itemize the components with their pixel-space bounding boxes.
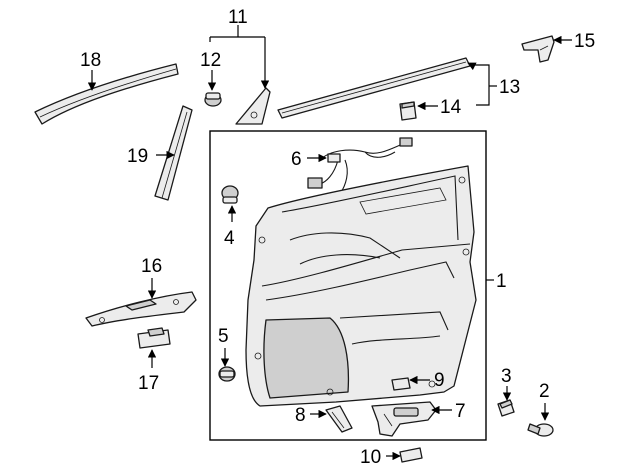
part-15-bracket [521,35,555,63]
callout-14: 14 [440,97,462,118]
part-12-clip [204,92,222,107]
part-2-screw [527,423,554,437]
part-8-handle-bezel [325,405,353,433]
callout-11: 11 [228,7,248,28]
callout-16: 16 [141,256,162,277]
part-16-switch-base [85,291,197,327]
part-11-corner-garnish [235,87,271,125]
part-7-inside-handle [371,401,437,437]
part-6-wiring-harness [307,137,413,195]
callout-18: 18 [80,50,101,71]
callout-19: 19 [127,146,148,167]
callout-17: 17 [138,373,159,394]
callout-4: 4 [224,228,235,249]
callout-2: 2 [539,381,550,402]
part-1-door-trim-panel [245,165,477,407]
part-9-clip [391,377,411,391]
part-14-moulding-clip [399,101,417,121]
leader-lines [87,25,572,461]
callout-15: 15 [574,31,595,52]
part-4-clip [221,185,239,204]
callout-1: 1 [496,271,507,292]
callout-12: 12 [200,50,221,71]
callout-10: 10 [360,447,381,468]
assembly-frame [209,130,487,441]
part-3-clip [497,399,515,417]
callout-7: 7 [455,401,466,422]
callout-6: 6 [291,149,302,170]
part-18-upper-garnish [34,63,179,125]
callout-8: 8 [295,405,306,426]
callout-9: 9 [434,370,445,391]
part-17-switch [137,327,171,349]
part-10-cover [399,447,423,463]
callout-3: 3 [501,366,512,387]
part-5-clip [218,366,236,382]
callout-13: 13 [499,77,520,98]
part-19-pillar-garnish [154,105,193,201]
callout-5: 5 [218,326,229,347]
